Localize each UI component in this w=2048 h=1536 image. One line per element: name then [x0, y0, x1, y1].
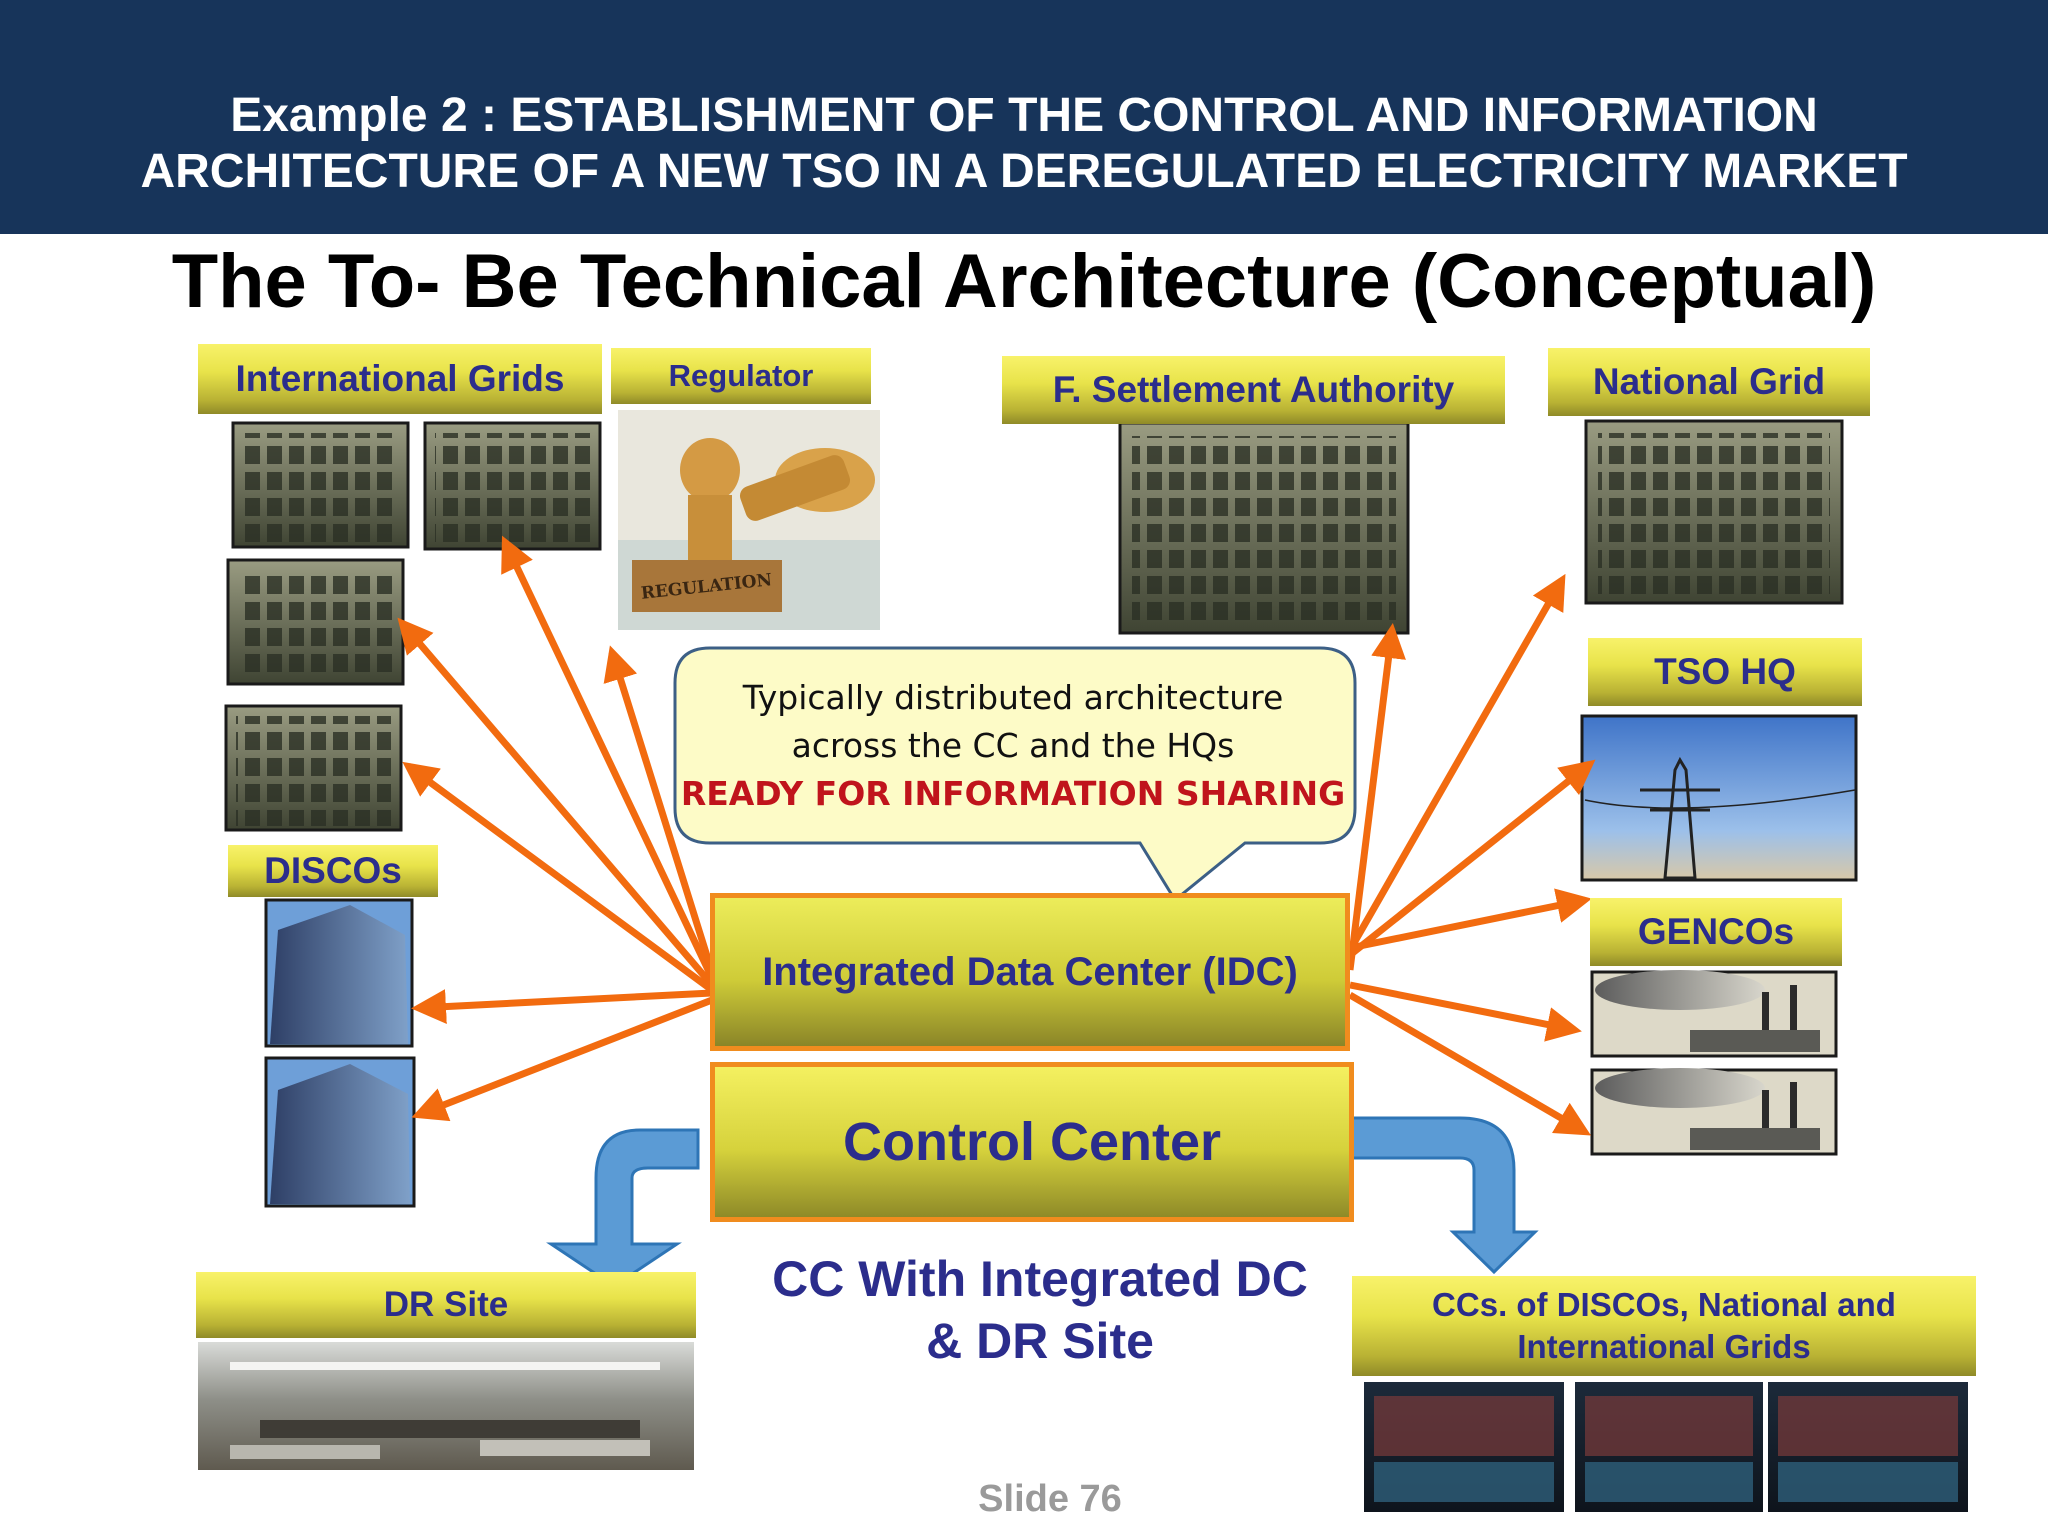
- connector-arrows: [397, 535, 1596, 1136]
- callout-highlight: READY FOR INFORMATION SHARING: [680, 774, 1346, 813]
- regulation-stamp-image: REGULATION: [618, 410, 880, 630]
- power-plant-image: [1590, 970, 1838, 1058]
- label-ccs-line-1: CCs. of DISCOs, National and: [1432, 1286, 1896, 1323]
- control-room-image: [1768, 1382, 1968, 1512]
- caption-line-1: CC With Integrated DC: [772, 1251, 1308, 1307]
- arrow-to-intl-grid: [397, 617, 715, 988]
- power-plant-image: [1590, 1068, 1838, 1156]
- label-discos: DISCOs: [228, 845, 438, 897]
- tower-building-image: [264, 1056, 416, 1208]
- arrow-to-disco: [411, 989, 713, 1025]
- label-dr-site: DR Site: [196, 1272, 696, 1338]
- page-title: The To- Be Technical Architecture (Conce…: [171, 239, 1877, 324]
- arrow-to-national-grid: [1346, 573, 1566, 952]
- arrow-to-settlement: [1346, 623, 1406, 971]
- header-line-2: ARCHITECTURE OF A NEW TSO IN A DEREGULAT…: [140, 145, 1908, 198]
- power-pylon-image: [1580, 714, 1858, 882]
- dr-control-room-image: [198, 1342, 694, 1470]
- callout-line-1: Typically distributed architecture: [742, 678, 1284, 717]
- label-ccs-line-2: International Grids: [1517, 1328, 1811, 1365]
- arrow-to-intl-grid: [402, 761, 715, 993]
- arrow-to-intl-grid: [501, 535, 716, 980]
- label-international-grids: International Grids: [198, 344, 602, 414]
- slide-header: Example 2 : ESTABLISHMENT OF THE CONTROL…: [0, 0, 2048, 234]
- caption: CC With Integrated DC & DR Site: [720, 1248, 1360, 1372]
- building-image: [423, 421, 602, 551]
- control-center-box: Control Center: [710, 1062, 1354, 1222]
- control-center-label: Control Center: [843, 1112, 1221, 1172]
- label-regulator: Regulator: [611, 348, 871, 404]
- arrow-to-genco: [1349, 888, 1592, 952]
- integrated-data-center-box: Integrated Data Center (IDC): [710, 893, 1350, 1051]
- tower-building-image: [264, 898, 414, 1048]
- label-settlement-authority: F. Settlement Authority: [1002, 356, 1505, 424]
- curved-arrow-to-dr-site: [546, 1128, 700, 1288]
- callout-line-2: across the CC and the HQs: [791, 726, 1235, 765]
- callout-text: Typically distributed architecture acros…: [680, 674, 1346, 818]
- arrow-to-genco: [1348, 991, 1592, 1136]
- building-image: [224, 704, 403, 832]
- idc-label: Integrated Data Center (IDC): [762, 949, 1298, 994]
- building-image: [226, 558, 405, 686]
- arrow-to-tso-hq: [1347, 759, 1596, 958]
- label-gencos: GENCOs: [1590, 898, 1842, 966]
- control-room-image: [1364, 1382, 1564, 1512]
- building-image: [1118, 421, 1410, 635]
- label-ccs-of-discos: CCs. of DISCOs, National and Internation…: [1352, 1276, 1976, 1376]
- curved-arrow-to-ccs: [1350, 1116, 1539, 1275]
- arrow-to-disco: [411, 996, 714, 1122]
- header-line-1: Example 2 : ESTABLISHMENT OF THE CONTROL…: [230, 89, 1818, 142]
- slide-number: Slide 76: [978, 1478, 1122, 1520]
- building-image: [1584, 419, 1844, 605]
- arrow-to-regulator: [603, 645, 716, 974]
- arrow-to-genco: [1349, 981, 1582, 1042]
- label-tso-hq: TSO HQ: [1588, 638, 1862, 706]
- callout-bubble: [673, 646, 1357, 903]
- caption-line-2: & DR Site: [926, 1313, 1154, 1369]
- label-national-grid: National Grid: [1548, 348, 1870, 416]
- control-room-image: [1575, 1382, 1763, 1512]
- building-image: [231, 421, 410, 549]
